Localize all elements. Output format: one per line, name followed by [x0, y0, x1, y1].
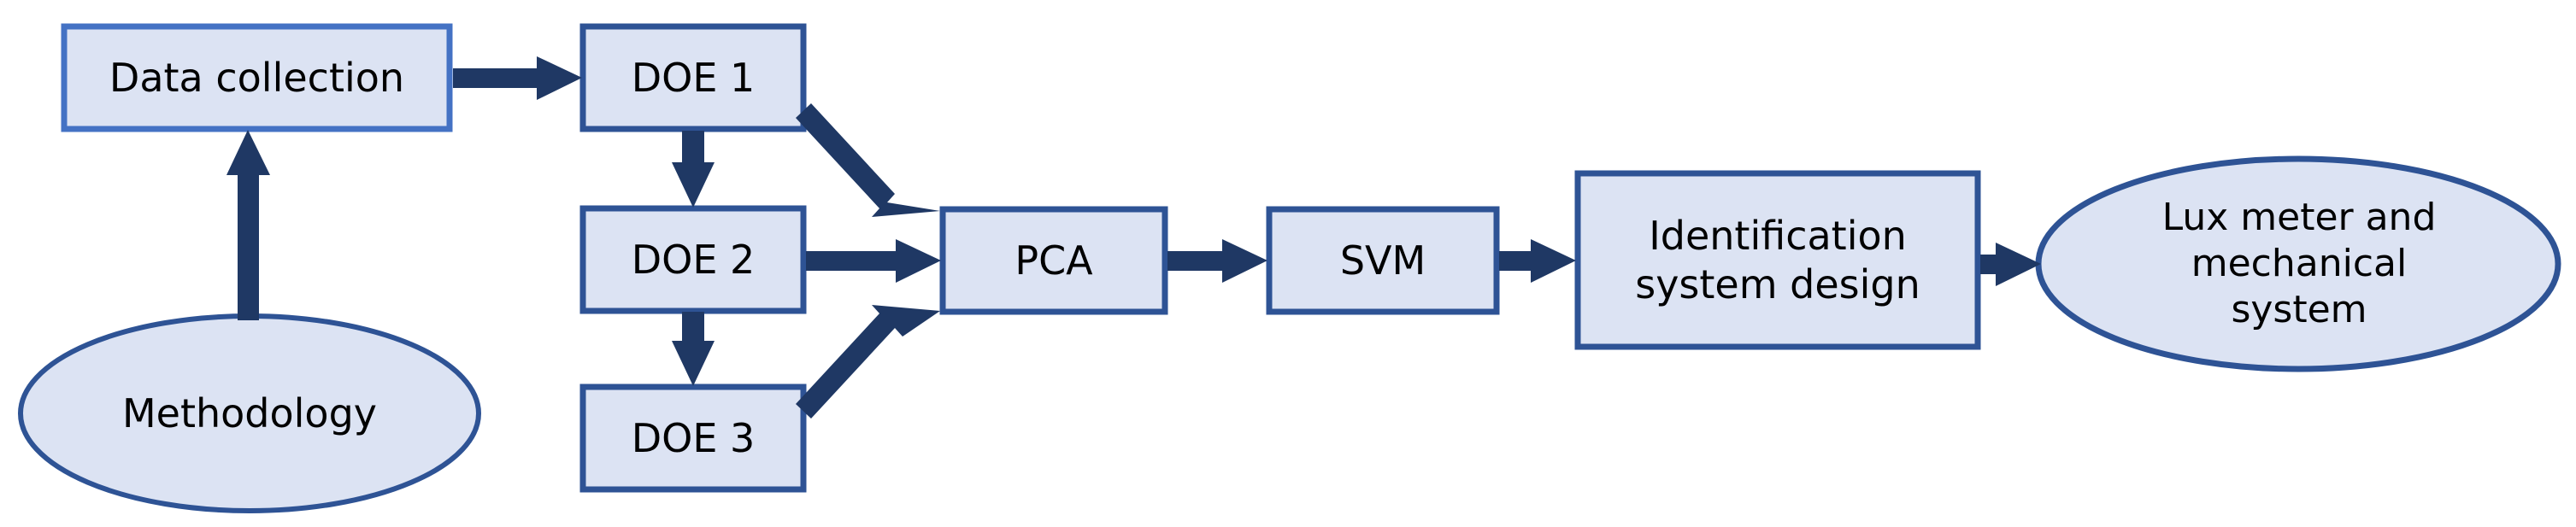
arrow-doe-3-to-pca: [796, 305, 940, 419]
node-doe-1[interactable]: [579, 23, 807, 132]
node-pca[interactable]: [939, 206, 1168, 315]
node-svm[interactable]: [1266, 206, 1500, 315]
arrow-doe-1-to-pca: [796, 103, 940, 217]
node-identification-system-design[interactable]: [1574, 170, 1981, 350]
node-doe-2[interactable]: [579, 205, 807, 314]
node-methodology[interactable]: [18, 313, 481, 513]
node-doe-3[interactable]: [579, 384, 807, 493]
arrow-doe-2-to-doe-3: [672, 312, 715, 386]
arrow-doe-2-to-pca: [806, 239, 941, 283]
arrow-data-collection-to-doe-1: [453, 56, 582, 100]
arrow-identification-system-design-to-lux-meter: [1980, 243, 2041, 286]
arrow-methodology-to-data-collection: [226, 130, 270, 320]
node-lux-meter-and-mechanical-system[interactable]: [2035, 155, 2561, 372]
arrow-pca-to-svm: [1167, 239, 1267, 283]
node-data-collection[interactable]: [61, 23, 453, 132]
arrow-svm-to-identification-system-design: [1499, 239, 1576, 283]
arrow-doe-1-to-doe-2: [672, 131, 715, 208]
